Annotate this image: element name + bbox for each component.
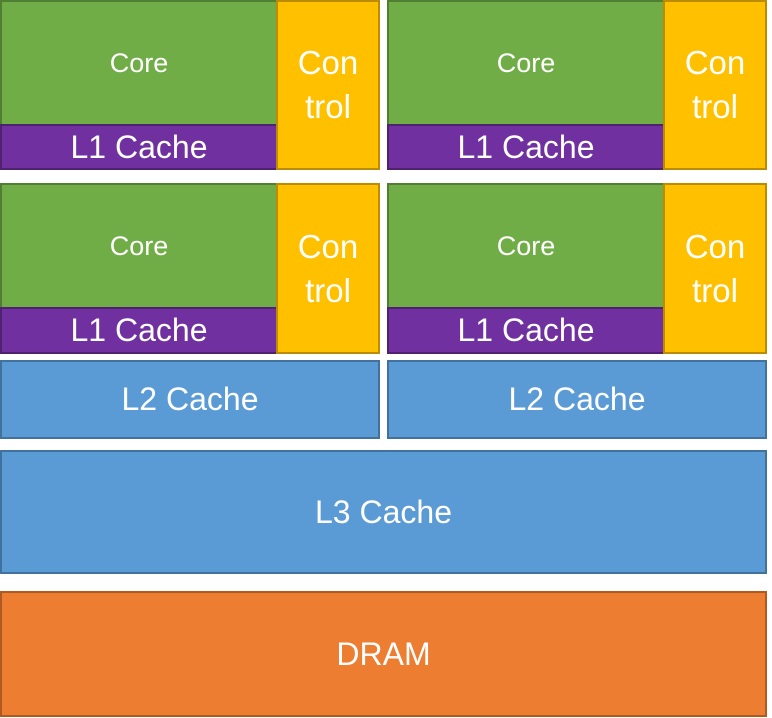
control-block: Con trol bbox=[276, 183, 380, 354]
control-label-line1: Con bbox=[297, 227, 359, 265]
core-label: Core bbox=[109, 47, 169, 78]
core-label: Core bbox=[496, 230, 556, 261]
core-block: Core bbox=[387, 0, 665, 126]
control-label-line2: trol bbox=[305, 88, 351, 125]
l2-cache-block-left: L2 Cache bbox=[0, 360, 380, 439]
control-block: Con trol bbox=[276, 0, 380, 170]
control-label-line1: Con bbox=[684, 44, 746, 81]
l1-cache-block: L1 Cache bbox=[0, 307, 278, 354]
l2-cache-label: L2 Cache bbox=[508, 381, 646, 417]
l2-cache-block-right: L2 Cache bbox=[387, 360, 767, 439]
control-label-line2: trol bbox=[305, 271, 351, 309]
l1-cache-block: L1 Cache bbox=[387, 124, 665, 170]
control-label-line2: trol bbox=[692, 88, 738, 125]
control-block: Con trol bbox=[663, 183, 767, 354]
core-label: Core bbox=[109, 230, 169, 261]
control-label-line1: Con bbox=[684, 227, 746, 265]
l1-cache-label: L1 Cache bbox=[70, 312, 208, 348]
core-block: Core bbox=[0, 183, 278, 309]
l2-cache-label: L2 Cache bbox=[121, 381, 259, 417]
l1-cache-block: L1 Cache bbox=[387, 307, 665, 354]
control-label-line1: Con bbox=[297, 44, 359, 81]
l1-cache-label: L1 Cache bbox=[70, 128, 208, 165]
control-block: Con trol bbox=[663, 0, 767, 170]
l1-cache-block: L1 Cache bbox=[0, 124, 278, 170]
l1-cache-label: L1 Cache bbox=[457, 128, 595, 165]
control-label-line2: trol bbox=[692, 271, 738, 309]
dram-block: DRAM bbox=[0, 591, 767, 717]
l3-cache-label: L3 Cache bbox=[315, 493, 452, 530]
core-block: Core bbox=[387, 183, 665, 309]
dram-label: DRAM bbox=[336, 635, 431, 672]
l3-cache-block: L3 Cache bbox=[0, 450, 767, 574]
core-label: Core bbox=[496, 47, 556, 78]
l1-cache-label: L1 Cache bbox=[457, 312, 595, 348]
core-block: Core bbox=[0, 0, 278, 126]
